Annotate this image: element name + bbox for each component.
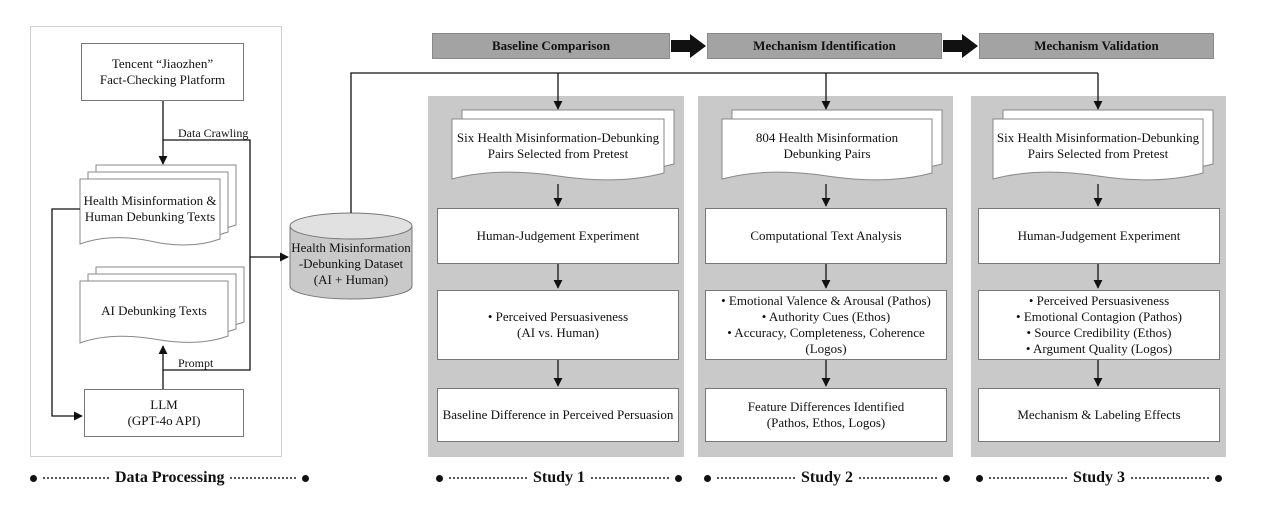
study-2-input-doc-stack bbox=[721, 109, 943, 181]
data-crawling-line bbox=[163, 139, 251, 257]
health-texts-line-2: Human Debunking Texts bbox=[84, 209, 216, 224]
study-3-result-box: Mechanism & Labeling Effects bbox=[978, 388, 1220, 442]
footer-dotted-line bbox=[859, 477, 938, 479]
study-3-input-line-1: Six Health Misinformation-Debunking bbox=[996, 130, 1200, 145]
footer-dot-left bbox=[436, 474, 443, 482]
prompt-line bbox=[163, 257, 251, 371]
study-2-result-box: Feature Differences Identified (Pathos, … bbox=[705, 388, 947, 442]
study-2-result-line-2: (Pathos, Ethos, Logos) bbox=[766, 415, 886, 430]
study-3-input-line-2: Pairs Selected from Pretest bbox=[1027, 146, 1169, 161]
footer-dotted-line bbox=[717, 477, 795, 479]
study-1-measure-1: • Perceived Persuasiveness bbox=[487, 309, 629, 324]
llm-box: LLM (GPT-4o API) bbox=[84, 389, 244, 437]
study-2-measure-2: • Authority Cues (Ethos) bbox=[761, 309, 891, 324]
study-2-method: Computational Text Analysis bbox=[750, 228, 902, 243]
study-3-measure-3: • Source Credibility (Ethos) bbox=[1026, 325, 1172, 340]
health-texts-doc-stack bbox=[79, 164, 237, 246]
footer-study-2-label: Study 2 bbox=[801, 469, 854, 486]
footer-data-processing: Data Processing bbox=[30, 469, 310, 487]
ai-texts-doc-stack bbox=[79, 266, 245, 344]
health-texts-line-1: Health Misinformation & bbox=[83, 193, 217, 208]
study-3-input-doc-stack bbox=[992, 109, 1214, 181]
footer-study-3: Study 3 bbox=[976, 469, 1223, 487]
llm-line-1: LLM bbox=[150, 397, 178, 412]
footer-dot-left bbox=[704, 474, 711, 482]
study-1-input-line-2: Pairs Selected from Pretest bbox=[487, 146, 629, 161]
dataset-line-1: Health Misinformation bbox=[291, 240, 411, 255]
study-3-input-doc: Six Health Misinformation-Debunking Pair… bbox=[993, 126, 1203, 166]
study-2-measure-1: • Emotional Valence & Arousal (Pathos) bbox=[721, 293, 931, 308]
llm-line-2: (GPT-4o API) bbox=[127, 413, 201, 428]
footer-dotted-line bbox=[1131, 477, 1210, 479]
footer-dotted-line bbox=[449, 477, 527, 479]
study-3-measure-2: • Emotional Contagion (Pathos) bbox=[1016, 309, 1182, 324]
footer-data-processing-label: Data Processing bbox=[115, 469, 225, 486]
banner-arrow-1 bbox=[671, 34, 706, 58]
footer-dot-left bbox=[976, 474, 983, 482]
footer-dotted-line bbox=[43, 477, 109, 479]
prompt-label: Prompt bbox=[178, 356, 214, 370]
study-3-result: Mechanism & Labeling Effects bbox=[1017, 407, 1181, 422]
dataset-line-2: -Debunking Dataset bbox=[298, 256, 404, 271]
study-2-measures-box: • Emotional Valence & Arousal (Pathos) •… bbox=[705, 290, 947, 360]
study-2-input-line-1: 804 Health Misinformation bbox=[755, 130, 899, 145]
study-3-method-box: Human-Judgement Experiment bbox=[978, 208, 1220, 264]
banner-arrow-2 bbox=[943, 34, 978, 58]
footer-dot-left bbox=[30, 474, 37, 482]
dataset-cylinder bbox=[289, 212, 413, 300]
banner-baseline-comparison: Baseline Comparison bbox=[432, 33, 670, 59]
health-texts-doc: Health Misinformation & Human Debunking … bbox=[80, 185, 220, 233]
banner-mechanism-identification: Mechanism Identification bbox=[707, 33, 942, 59]
footer-dot-right bbox=[302, 474, 310, 482]
study-3-measure-1: • Perceived Persuasiveness bbox=[1028, 293, 1170, 308]
footer-dot-right bbox=[675, 474, 683, 482]
study-2-measure-3: • Accuracy, Completeness, Coherence (Log… bbox=[727, 325, 925, 356]
footer-dotted-line bbox=[230, 477, 297, 479]
footer-dotted-line bbox=[591, 477, 670, 479]
platform-line-1: Tencent “Jiaozhen” bbox=[111, 56, 214, 71]
footer-dot-right bbox=[943, 474, 951, 482]
study-2-result-line-1: Feature Differences Identified bbox=[747, 399, 905, 414]
dataset-line-3: (AI + Human) bbox=[313, 272, 389, 287]
footer-study-3-label: Study 3 bbox=[1073, 469, 1126, 486]
study-1-result: Baseline Difference in Perceived Persuas… bbox=[442, 407, 674, 422]
study-1-input-line-1: Six Health Misinformation-Debunking bbox=[456, 130, 660, 145]
footer-dotted-line bbox=[989, 477, 1067, 479]
study-2-method-box: Computational Text Analysis bbox=[705, 208, 947, 264]
platform-line-2: Fact-Checking Platform bbox=[99, 72, 226, 87]
data-processing-frame bbox=[30, 26, 282, 457]
study-1-method: Human-Judgement Experiment bbox=[476, 228, 640, 243]
study-1-measure-2: (AI vs. Human) bbox=[517, 325, 599, 340]
study-1-measures-box: • Perceived Persuasiveness (AI vs. Human… bbox=[437, 290, 679, 360]
ai-texts-label: AI Debunking Texts bbox=[101, 303, 207, 318]
dataset-distribution-line bbox=[350, 72, 1098, 213]
study-1-input-doc: Six Health Misinformation-Debunking Pair… bbox=[452, 126, 664, 166]
study-3-method: Human-Judgement Experiment bbox=[1017, 228, 1181, 243]
footer-study-1-label: Study 1 bbox=[533, 469, 586, 486]
study-3-measure-4: • Argument Quality (Logos) bbox=[1025, 341, 1173, 356]
study-1-input-doc-stack bbox=[451, 109, 675, 181]
arrow-texts-to-llm bbox=[51, 208, 83, 421]
study-3-measures-box: • Perceived Persuasiveness • Emotional C… bbox=[978, 290, 1220, 360]
study-1-method-box: Human-Judgement Experiment bbox=[437, 208, 679, 264]
ai-texts-doc: AI Debunking Texts bbox=[80, 292, 228, 330]
study-1-result-box: Baseline Difference in Perceived Persuas… bbox=[437, 388, 679, 442]
footer-study-2: Study 2 bbox=[704, 469, 951, 487]
footer-study-1: Study 1 bbox=[436, 469, 683, 487]
study-2-input-doc: 804 Health Misinformation Debunking Pair… bbox=[722, 126, 932, 166]
footer-dot-right bbox=[1215, 474, 1223, 482]
dataset-label: Health Misinformation -Debunking Dataset… bbox=[282, 240, 420, 288]
platform-box: Tencent “Jiaozhen” Fact-Checking Platfor… bbox=[81, 43, 244, 101]
banner-mechanism-validation: Mechanism Validation bbox=[979, 33, 1214, 59]
data-crawling-label: Data Crawling bbox=[178, 126, 249, 140]
study-2-input-line-2: Debunking Pairs bbox=[783, 146, 871, 161]
